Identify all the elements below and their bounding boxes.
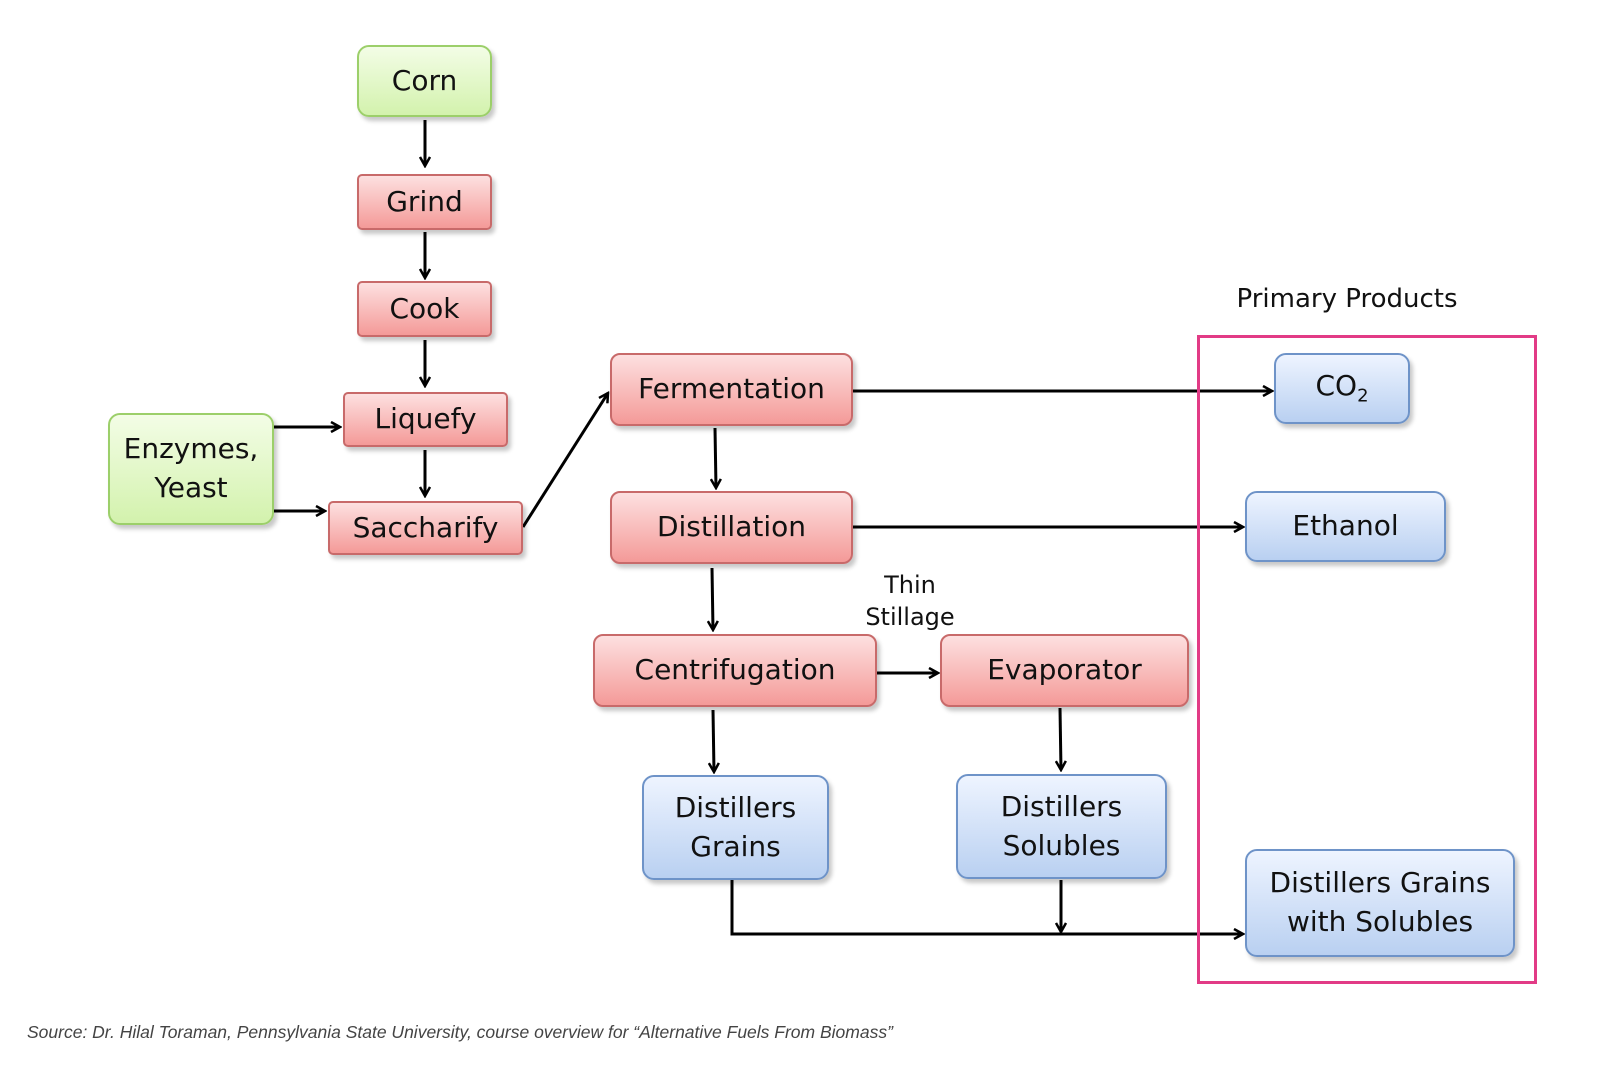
enzymes-label: Enzymes,	[123, 432, 259, 466]
fermentation-label: Fermentation	[638, 372, 825, 406]
co2-subscript: 2	[1357, 385, 1369, 407]
thin-stillage-line2: Stillage	[865, 602, 955, 631]
ddgs-label-line1: Distillers Grains	[1269, 866, 1491, 900]
primary-products-title: Primary Products	[1236, 284, 1458, 314]
source-caption: Source: Dr. Hilal Toraman, Pennsylvania …	[27, 1022, 893, 1042]
distillers-grains-node: Distillers Grains	[642, 775, 829, 880]
distillers-solubles-label-line2: Solubles	[1002, 828, 1121, 862]
thin-stillage-label: Thin Stillage	[855, 570, 965, 633]
liquefy-node: Liquefy	[343, 392, 508, 447]
distillers-solubles-label-line1: Distillers	[1000, 789, 1123, 823]
co2-label: CO2	[1315, 367, 1368, 409]
arrow-grains-ddgs	[730, 880, 1243, 934]
enzymes-yeast-node: Enzymes, Yeast	[108, 413, 274, 525]
corn-label: Corn	[391, 63, 458, 97]
connector-layer	[274, 120, 1600, 1040]
fermentation-node: Fermentation	[610, 353, 853, 426]
primary-products-highlight	[1197, 335, 1537, 984]
grind-label: Grind	[386, 184, 463, 218]
distillation-label: Distillation	[656, 510, 807, 544]
arrow-centrifugation-grains	[713, 709, 714, 772]
evaporator-node: Evaporator	[940, 634, 1189, 707]
distillers-grains-label-line2: Grains	[690, 829, 781, 863]
ethanol-label: Ethanol	[1292, 509, 1399, 543]
yeast-label: Yeast	[154, 471, 228, 504]
saccharify-node: Saccharify	[328, 501, 523, 555]
distillation-node: Distillation	[610, 491, 853, 564]
distillers-solubles-node: Distillers Solubles	[956, 774, 1167, 879]
arrow-distillation-centrifugation	[712, 567, 713, 630]
co2-main-text: CO	[1315, 369, 1358, 403]
cook-label: Cook	[389, 291, 460, 325]
evaporator-label: Evaporator	[987, 653, 1142, 687]
arrow-saccharify-fermentation	[521, 393, 608, 528]
saccharify-label: Saccharify	[352, 510, 499, 544]
ethanol-node: Ethanol	[1245, 491, 1446, 562]
distillers-grains-label-line1: Distillers	[674, 790, 797, 824]
centrifugation-label: Centrifugation	[634, 653, 836, 687]
centrifugation-node: Centrifugation	[593, 634, 877, 707]
cook-node: Cook	[357, 281, 492, 337]
process-flow-diagram: Corn Grind Cook Liquefy Saccharify Enzym…	[108, 45, 1600, 1040]
arrow-fermentation-distillation	[715, 427, 716, 488]
thin-stillage-line1: Thin	[884, 571, 936, 599]
distillers-grains-with-solubles-node: Distillers Grains with Solubles	[1245, 849, 1515, 957]
co2-node: CO2	[1274, 353, 1410, 424]
grind-node: Grind	[357, 174, 492, 230]
ddgs-label-line2: with Solubles	[1286, 905, 1474, 938]
arrow-evaporator-solubles	[1060, 707, 1061, 770]
corn-node: Corn	[357, 45, 492, 117]
liquefy-label: Liquefy	[374, 402, 477, 436]
